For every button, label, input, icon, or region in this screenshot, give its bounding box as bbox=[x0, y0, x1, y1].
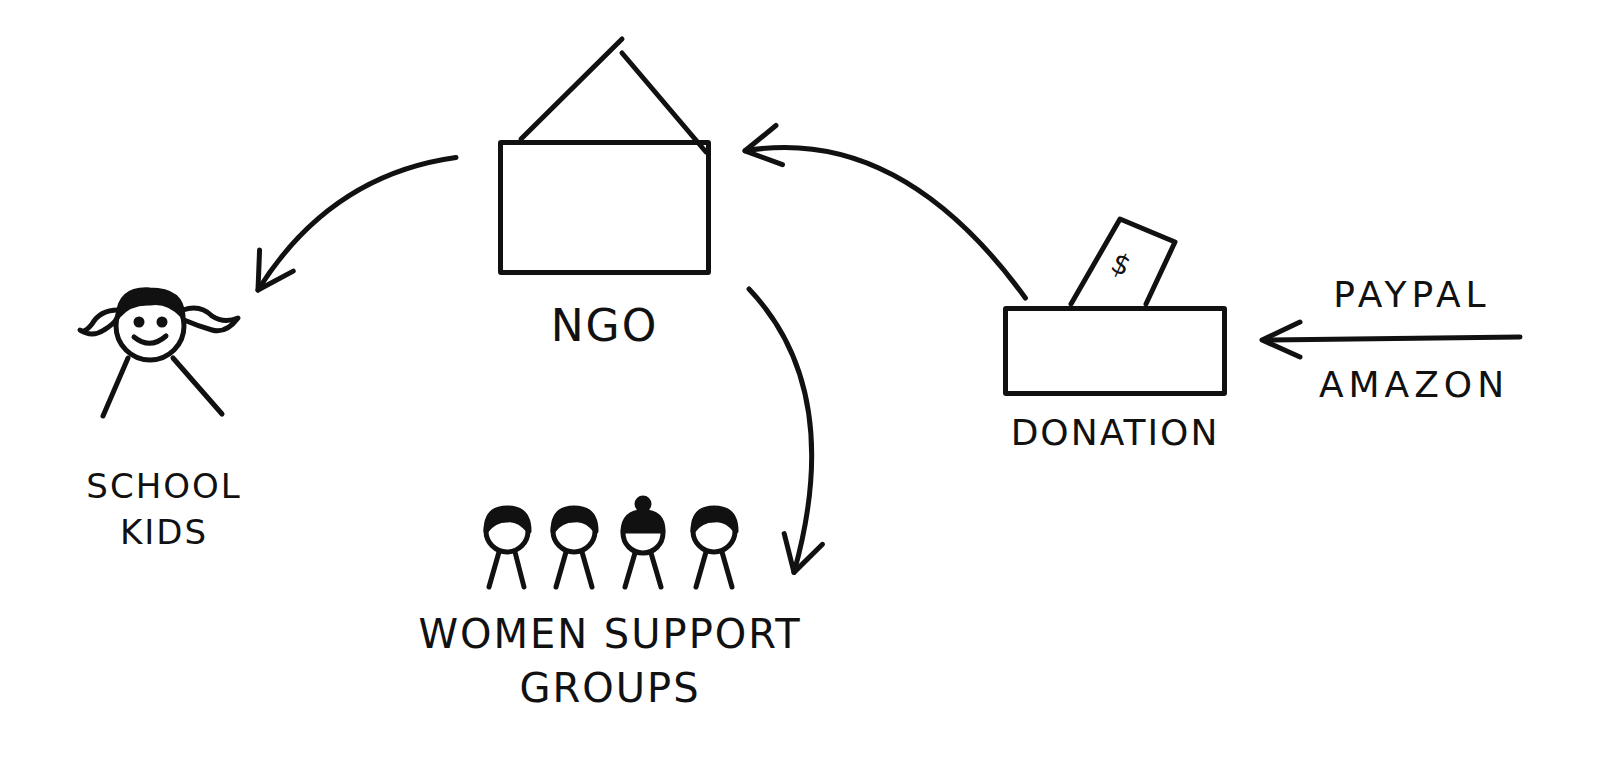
flow-arrow bbox=[749, 289, 822, 572]
node-label: WOMEN SUPPORT GROUPS bbox=[405, 607, 815, 715]
hanger-line bbox=[521, 39, 622, 139]
women-node: WOMEN SUPPORT GROUPS bbox=[482, 505, 738, 589]
flow-line bbox=[258, 158, 456, 290]
arrowhead bbox=[745, 125, 783, 164]
hanger-line bbox=[622, 53, 706, 152]
women-figures bbox=[486, 498, 736, 587]
service-label: AMAZON bbox=[1319, 364, 1509, 405]
node-label: SCHOOL KIDS bbox=[77, 464, 252, 556]
donation-box: DONATION bbox=[1003, 306, 1227, 396]
flow-line bbox=[745, 147, 1025, 298]
node-label: DONATION bbox=[965, 409, 1265, 458]
kid-node: SCHOOL KIDS bbox=[78, 286, 250, 420]
flow-arrow bbox=[745, 125, 1025, 298]
ngo-board: NGO bbox=[498, 140, 711, 275]
input-arrowhead bbox=[1262, 322, 1300, 357]
dollar-sign: $ bbox=[1106, 246, 1136, 283]
service-label: PAYPAL bbox=[1333, 274, 1490, 315]
node-label: NGO bbox=[505, 296, 705, 355]
arrowhead bbox=[784, 534, 822, 573]
input-arrow bbox=[1264, 337, 1520, 340]
flow-arrow bbox=[258, 158, 456, 290]
kid-figure bbox=[80, 290, 238, 416]
arrowhead bbox=[258, 250, 293, 290]
flow-line bbox=[749, 289, 812, 572]
bill bbox=[1071, 219, 1175, 304]
